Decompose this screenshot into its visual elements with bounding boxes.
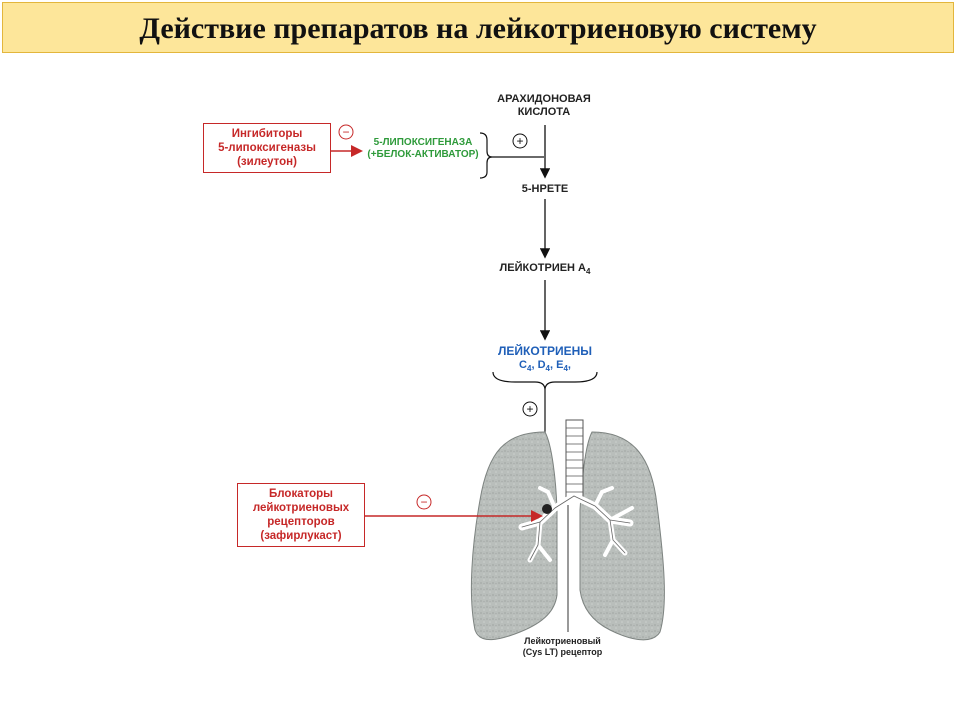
plus-sign-lung-icon — [522, 401, 538, 417]
leukotriene-a4-text: ЛЕЙКОТРИЕН A — [499, 262, 587, 274]
plus-sign-lung-text: + — [526, 402, 533, 416]
blockers-line-1: Блокаторы — [269, 488, 333, 500]
trachea — [565, 419, 584, 499]
left-lung — [470, 431, 558, 641]
receptor-site-icon — [542, 504, 552, 514]
enzyme-bracket — [479, 132, 493, 179]
page-title: Действие препаратов на лейкотриеновую си… — [139, 12, 817, 45]
minus-sign-blocker-text: − — [420, 495, 427, 509]
right-lung — [579, 431, 665, 641]
hpete-label: 5-HPETE — [521, 183, 569, 195]
inhibitors-line-3: (зилеутон) — [237, 156, 297, 168]
receptor-line-1: Лейкотриеновый — [524, 636, 601, 646]
lipoxygenase-line-1: 5-ЛИПОКСИГЕНАЗА — [373, 137, 473, 148]
plus-sign-enzyme-text: + — [516, 134, 523, 148]
arachidonic-line-2: КИСЛОТА — [517, 106, 571, 118]
receptor-label: Лейкотриеновый (Cys LT) рецептор — [500, 636, 625, 658]
blockers-box: Блокаторы лейкотриеновых рецепторов (заф… — [237, 483, 365, 547]
inhibitors-line-2: 5-липоксигеназы — [218, 142, 316, 154]
plus-sign-enzyme-icon — [512, 133, 528, 149]
leukotriene-a4-label: ЛЕЙКОТРИЕН A4 — [470, 262, 620, 278]
arachidonic-line-1: АРАХИДОНОВАЯ — [497, 93, 591, 105]
lt-c-subscript: 4 — [526, 364, 532, 374]
inhibitors-box: Ингибиторы 5-липоксигеназы (зилеутон) — [203, 123, 331, 173]
blockers-line-4: (зафирлукаст) — [260, 530, 342, 542]
inhibitors-line-1: Ингибиторы — [231, 128, 303, 140]
lt-e-subscript: 4 — [563, 364, 568, 374]
lt-d-text: D — [537, 359, 546, 371]
lt-d-subscript: 4 — [545, 364, 550, 374]
minus-sign-inhibitor-icon — [338, 124, 354, 140]
receptor-line-2: (Cys LT) рецептор — [522, 647, 603, 657]
lt-e-text: E — [556, 359, 564, 371]
lt-c-text: C — [519, 359, 527, 371]
lipoxygenase-label: 5-ЛИПОКСИГЕНАЗА (+БЕЛОК-АКТИВАТОР) — [362, 137, 484, 161]
minus-sign-blocker-icon — [416, 494, 432, 510]
leukotrienes-brace — [492, 371, 598, 391]
leukotriene-a4-subscript: 4 — [586, 267, 591, 277]
blockers-line-2: лейкотриеновых — [252, 502, 350, 514]
lipoxygenase-line-2: (+БЕЛОК-АКТИВАТОР) — [367, 149, 479, 160]
leukotrienes-label: ЛЕЙКОТРИЕНЫ C4, D4, E4, — [470, 344, 620, 376]
blockers-line-3: рецепторов — [267, 516, 335, 528]
leukotrienes-title: ЛЕЙКОТРИЕНЫ — [497, 344, 593, 358]
arachidonic-acid-label: АРАХИДОНОВАЯ КИСЛОТА — [474, 93, 614, 119]
bronchial-tree-outline — [521, 495, 631, 561]
minus-sign-inhibitor-text: − — [342, 125, 349, 139]
leukotrienes-types: C4, D4, E4, — [519, 359, 571, 374]
title-bar: Действие препаратов на лейкотриеновую си… — [2, 2, 954, 53]
